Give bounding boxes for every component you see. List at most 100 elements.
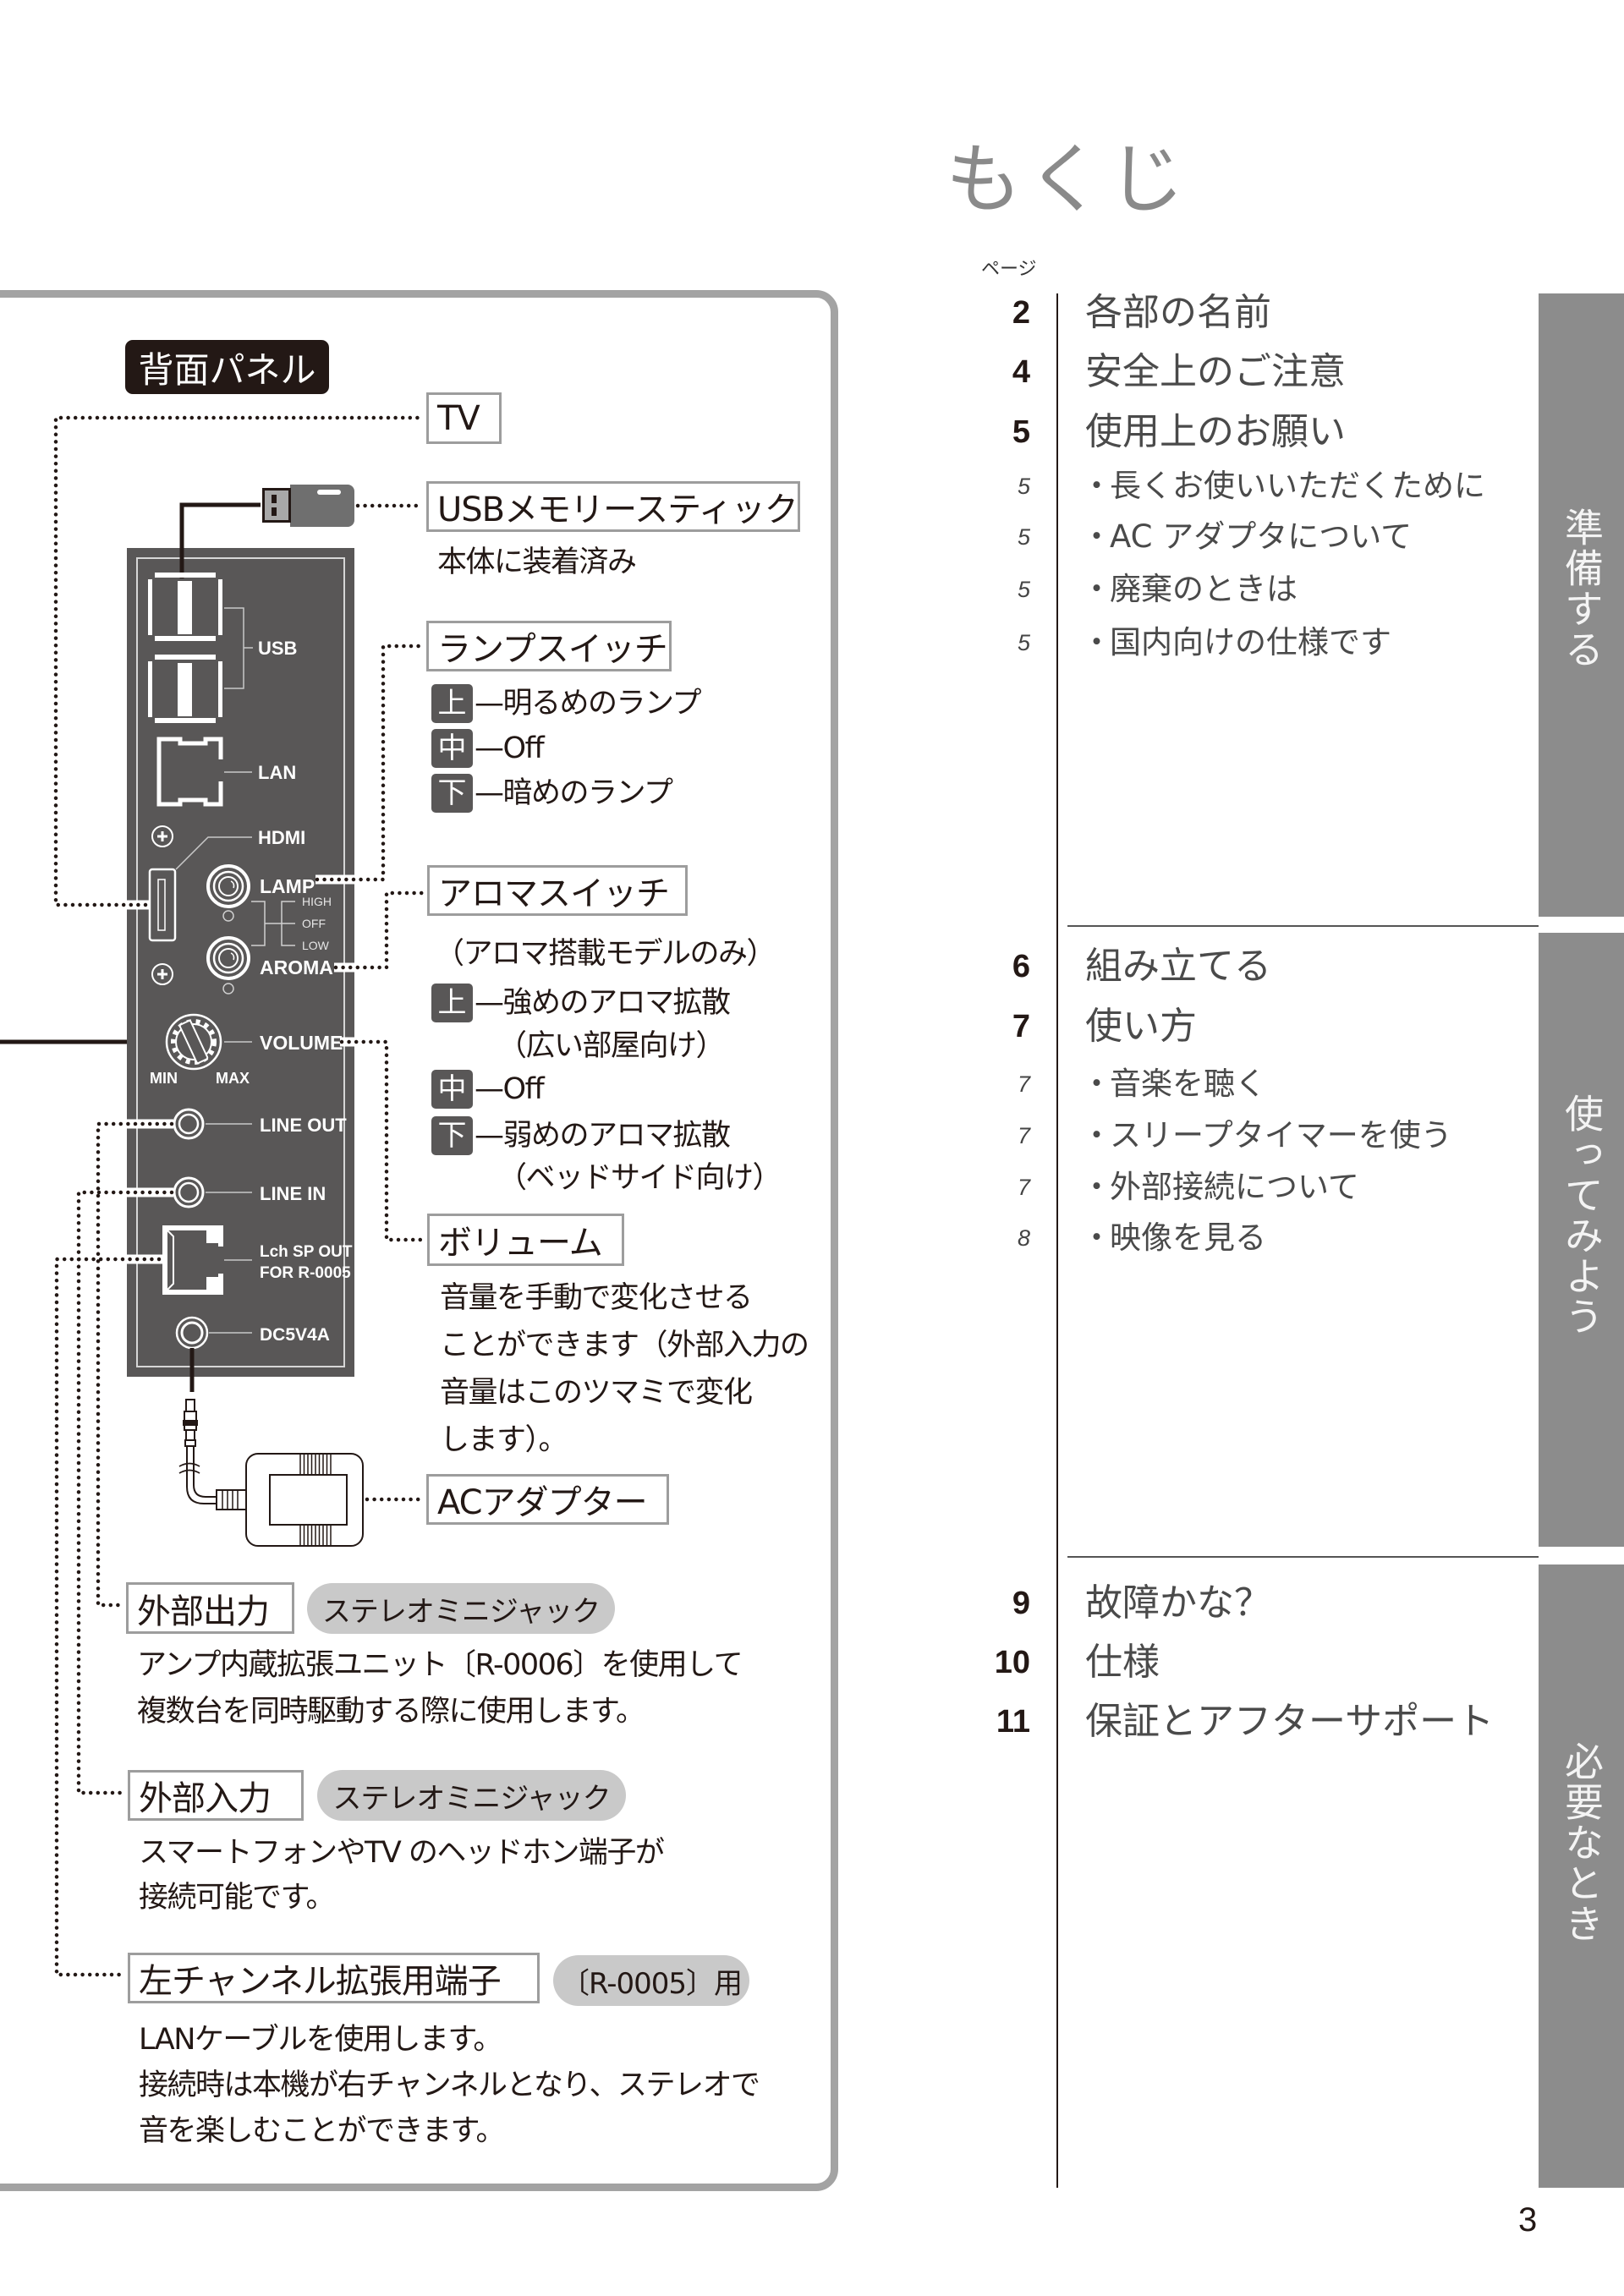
toc-page-number: 5 xyxy=(1017,524,1030,550)
toc-entry-title: 廃棄のときは xyxy=(1110,571,1298,607)
description-line: 複数台を同時駆動する際に使用します。 xyxy=(137,1695,645,1729)
position-badge-middle: 中 xyxy=(431,729,473,768)
aroma-switch-jack-icon xyxy=(206,936,250,995)
tag-stereo-mini-jack: ステレオミニジャック xyxy=(317,1770,626,1821)
position-badge-down: 下 xyxy=(431,774,473,813)
toc-entry-title: 長くお使いいただくために xyxy=(1110,468,1485,504)
bullet-icon: ・ xyxy=(1081,1219,1112,1256)
toc-subentry[interactable]: 5 ・ 長くお使いいただくために xyxy=(973,468,1531,505)
dc-label: DC5V4A xyxy=(260,1325,330,1345)
lamp-option-high: 上—明るめのランプ xyxy=(431,684,701,723)
leader-lines xyxy=(53,415,425,1977)
description-line: 音量はこのツマミで変化 xyxy=(440,1376,753,1410)
toc-entry-title: 使用上のお願い xyxy=(1085,410,1346,453)
line-out-label: LINE OUT xyxy=(260,1115,347,1136)
toc-entry[interactable]: 7 使い方 xyxy=(973,1006,1531,1048)
toc-entry[interactable]: 4 安全上のご注意 xyxy=(973,351,1531,393)
external-input-description: スマートフォンやTV のヘッドホン端子が 接続可能です。 xyxy=(139,1831,665,1921)
toc-subentry[interactable]: 8 ・ 映像を見る xyxy=(973,1219,1531,1257)
rear-panel-title: 背面パネル xyxy=(125,340,329,394)
toc-entry-title: 仕様 xyxy=(1085,1641,1160,1684)
toc-entry[interactable]: 9 故障かな？ xyxy=(973,1582,1531,1625)
callout-aroma-switch: アロマスイッチ xyxy=(427,865,688,916)
toc-page-number: 6 xyxy=(1012,949,1030,984)
aroma-option-text: —Off xyxy=(475,1072,545,1106)
toc-subentry[interactable]: 7 ・ 外部接続について xyxy=(973,1169,1531,1206)
toc-entry[interactable]: 6 組み立てる xyxy=(973,945,1531,988)
switch-high-label: HIGH xyxy=(302,895,332,908)
toc-page-number: 7 xyxy=(1017,1175,1030,1200)
toc-page-number: 5 xyxy=(1017,630,1030,655)
page-number: 3 xyxy=(1518,2201,1538,2238)
bullet-icon: ・ xyxy=(1081,468,1112,504)
toc-section-divider xyxy=(1067,925,1539,927)
lamp-option-low: 下—暗めのランプ xyxy=(431,774,673,813)
toc-subentry[interactable]: 7 ・ 音楽を聴く xyxy=(973,1066,1531,1103)
bullet-icon: ・ xyxy=(1081,1169,1112,1205)
toc-entry-title: 国内向けの仕様です xyxy=(1110,624,1391,660)
lamp-option-text: —Off xyxy=(475,732,545,765)
lamp-option-off: 中—Off xyxy=(431,729,545,768)
bullet-icon: ・ xyxy=(1081,571,1112,607)
toc-subentry[interactable]: 5 ・ 国内向けの仕様です xyxy=(973,624,1531,661)
lan-port-label: LAN xyxy=(258,762,296,783)
toc-page-number: 10 xyxy=(994,1645,1030,1680)
toc-subentry[interactable]: 5 ・ AC アダプタについて xyxy=(973,518,1531,556)
description-line: アンプ内蔵拡張ユニット〔R-0006〕を使用して xyxy=(137,1648,743,1682)
toc-entry[interactable]: 2 各部の名前 xyxy=(973,292,1531,334)
rear-panel-frame xyxy=(0,290,838,2191)
toc-vertical-divider xyxy=(1056,293,1058,2188)
toc-page-number: 5 xyxy=(1012,414,1030,450)
toc-page-number: 9 xyxy=(1012,1586,1030,1621)
callout-external-input: 外部入力 xyxy=(128,1770,304,1821)
toc-subentry[interactable]: 7 ・ スリープタイマーを使う xyxy=(973,1117,1531,1154)
leader-volume xyxy=(339,1039,425,1242)
aroma-label: AROMA xyxy=(260,956,333,978)
volume-max-label: MAX xyxy=(216,1070,250,1087)
toc-entry[interactable]: 5 使用上のお願い xyxy=(973,411,1531,453)
aroma-option-text: —弱めのアロマ拡散 xyxy=(475,1119,731,1153)
side-tab-prepare[interactable]: 準備する xyxy=(1539,293,1624,917)
toc-entry[interactable]: 10 仕様 xyxy=(973,1641,1531,1684)
dc-plug-icon xyxy=(183,1399,198,1447)
line-in-jack-icon xyxy=(173,1176,205,1208)
dc-jack-icon xyxy=(175,1316,209,1350)
toc-page-number: 5 xyxy=(1017,577,1030,602)
description-line: スマートフォンやTV のヘッドホン端子が xyxy=(139,1836,665,1870)
callout-lamp-switch: ランプスイッチ xyxy=(426,621,672,671)
ac-adapter-icon xyxy=(216,1453,364,1547)
description-line: LANケーブルを使用します。 xyxy=(139,2023,502,2057)
side-tab-when-needed[interactable]: 必要なとき xyxy=(1539,1564,1624,2188)
description-line: ことができます（外部入力の xyxy=(440,1329,809,1362)
description-line: 音を楽しむことができます。 xyxy=(139,2114,506,2148)
tag-stereo-mini-jack: ステレオミニジャック xyxy=(307,1583,615,1634)
bullet-icon: ・ xyxy=(1081,518,1112,555)
toc-entry-title: 音楽を聴く xyxy=(1110,1066,1266,1102)
callout-volume: ボリューム xyxy=(427,1214,624,1266)
tag-r0005: 〔R-0005〕用 xyxy=(553,1955,749,2006)
toc-entry-title: 各部の名前 xyxy=(1085,291,1271,334)
toc-page-column-label: ページ xyxy=(981,259,1037,280)
hdmi-port-icon xyxy=(148,868,177,942)
side-tab-label: 準備する xyxy=(1559,507,1605,670)
toc-page-number: 7 xyxy=(1017,1123,1030,1148)
callout-usb-stick: USBメモリースティック xyxy=(426,481,800,532)
toc-entry-title: 外部接続について xyxy=(1110,1169,1359,1205)
aroma-option-off: 中—Off xyxy=(431,1070,545,1109)
toc-page-number: 11 xyxy=(996,1704,1030,1740)
screw-icon xyxy=(151,963,173,985)
lch-sp-out-port-icon xyxy=(162,1225,223,1295)
aroma-option-high-sub: （広い部屋向け） xyxy=(497,1029,726,1063)
screw-icon xyxy=(151,825,173,847)
leader-tv xyxy=(53,415,425,907)
callout-external-output: 外部出力 xyxy=(126,1582,294,1634)
toc-entry[interactable]: 11 保証とアフターサポート xyxy=(973,1701,1531,1743)
toc-entry-title: スリープタイマーを使う xyxy=(1110,1117,1452,1153)
usb-port-icon xyxy=(148,655,222,723)
side-tab-try-using[interactable]: 使ってみよう xyxy=(1539,933,1624,1547)
lamp-option-text: —明るめのランプ xyxy=(475,687,701,721)
aroma-option-low-sub: （ベッドサイド向け） xyxy=(497,1161,782,1195)
toc-subentry[interactable]: 5 ・ 廃棄のときは xyxy=(973,571,1531,608)
line-in-label: LINE IN xyxy=(260,1183,326,1204)
